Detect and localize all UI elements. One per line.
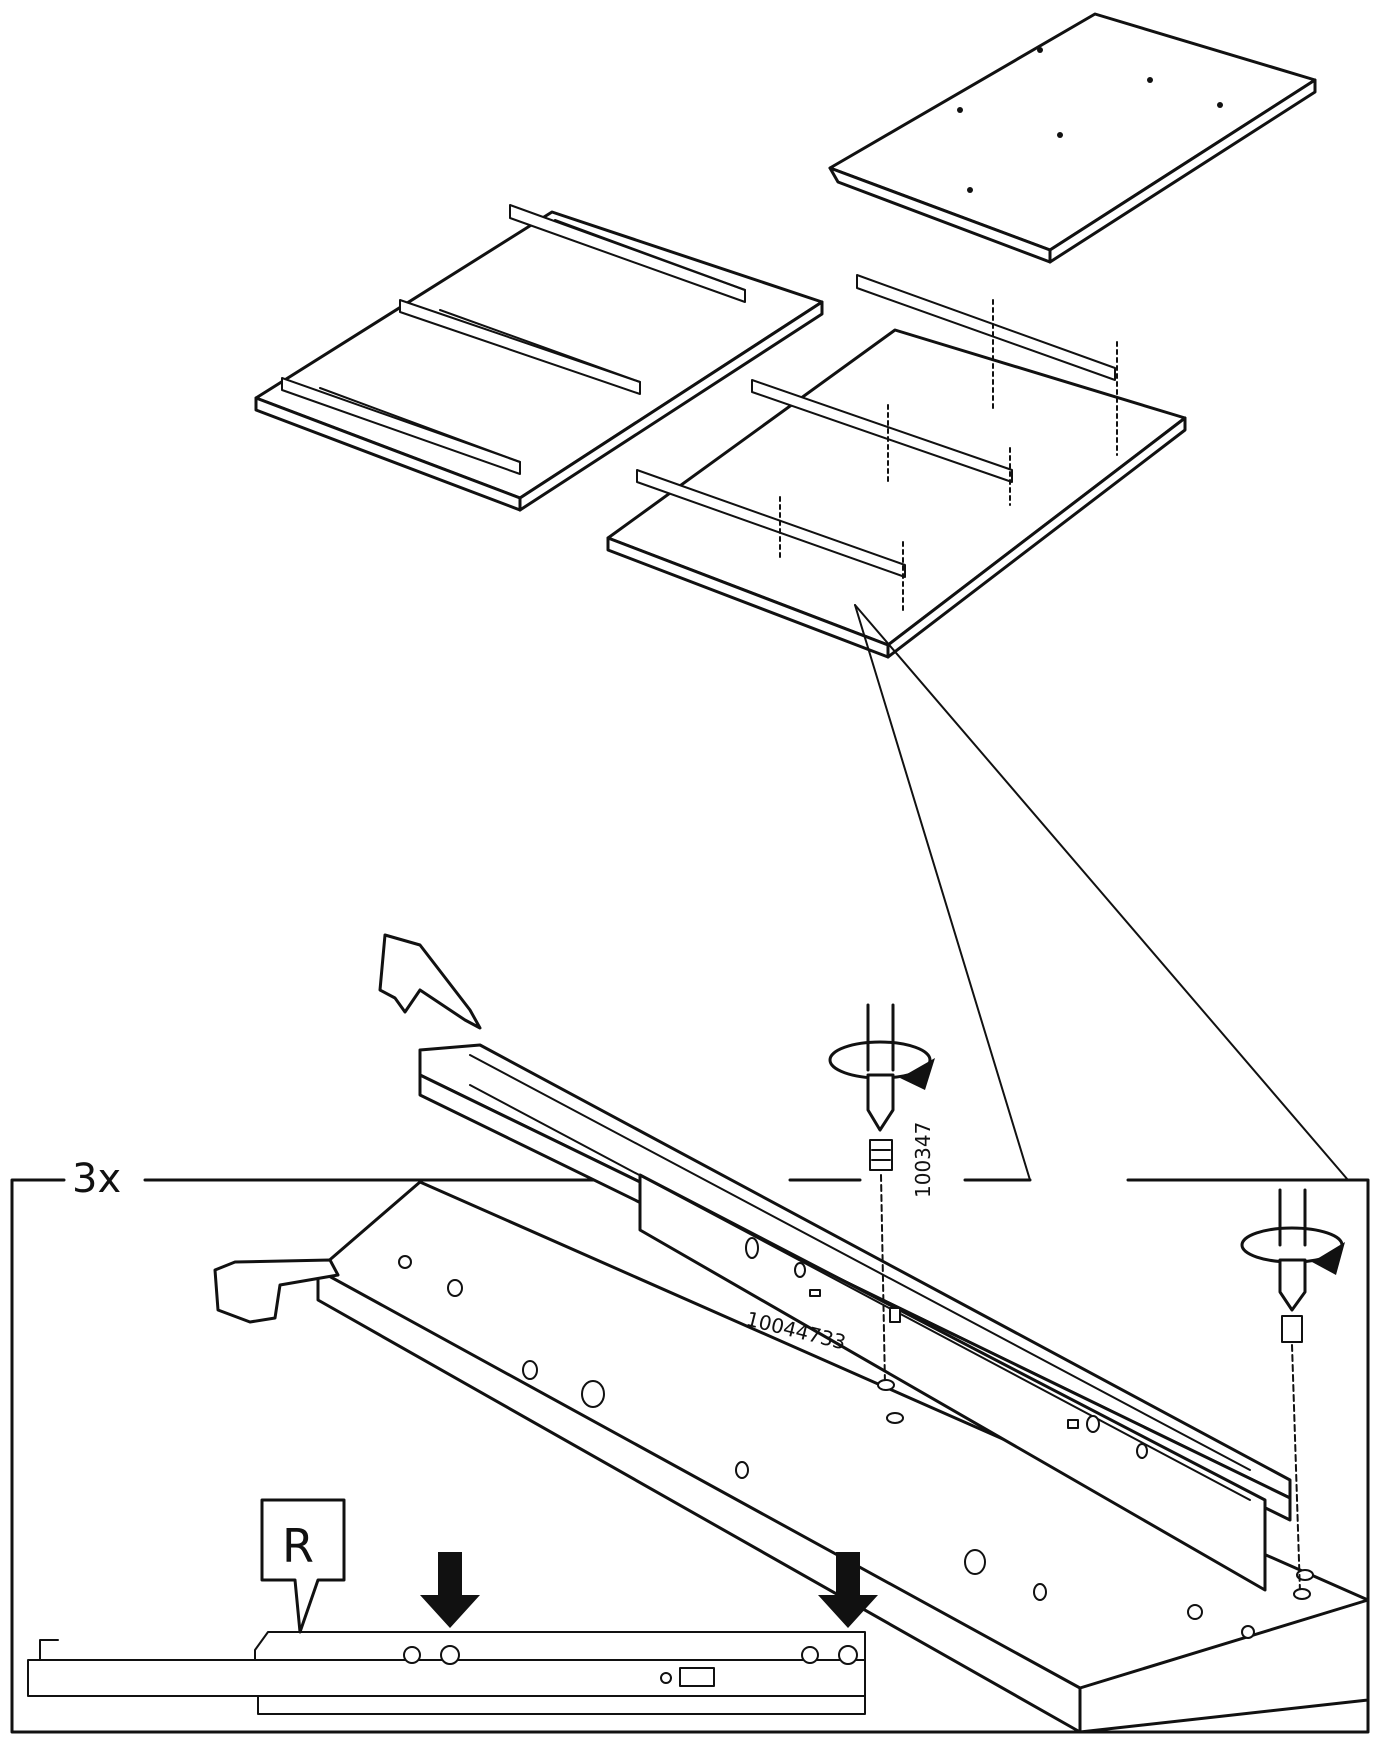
zoom-callout — [854, 604, 1349, 1181]
screw-part-number: 100347 — [911, 1122, 935, 1198]
callout-marker-icon — [260, 1498, 346, 1634]
down-arrow-icon — [420, 1552, 480, 1628]
screwdriver-rotate-icon — [828, 1003, 935, 1132]
detail-panel — [316, 1180, 1370, 1734]
down-arrow-right-icon — [818, 1552, 878, 1628]
rail-side-view — [27, 1631, 866, 1715]
panel-top-right — [828, 12, 1317, 264]
detail-frame — [10, 1178, 1370, 1734]
panel-receiving-rails — [606, 274, 1187, 659]
panel-with-rails-left — [254, 204, 824, 512]
screw-right-icon — [1281, 1315, 1311, 1600]
pointing-hand-left-icon — [213, 1258, 340, 1324]
side-marker-label: R — [282, 1519, 314, 1573]
pointing-hand-icon — [378, 933, 482, 1030]
detail-rail — [418, 1043, 1292, 1592]
screwdriver-rotate-right-icon — [1240, 1188, 1345, 1312]
multiplier-label: 3x — [72, 1156, 121, 1202]
screw-center-icon — [869, 1139, 895, 1391]
